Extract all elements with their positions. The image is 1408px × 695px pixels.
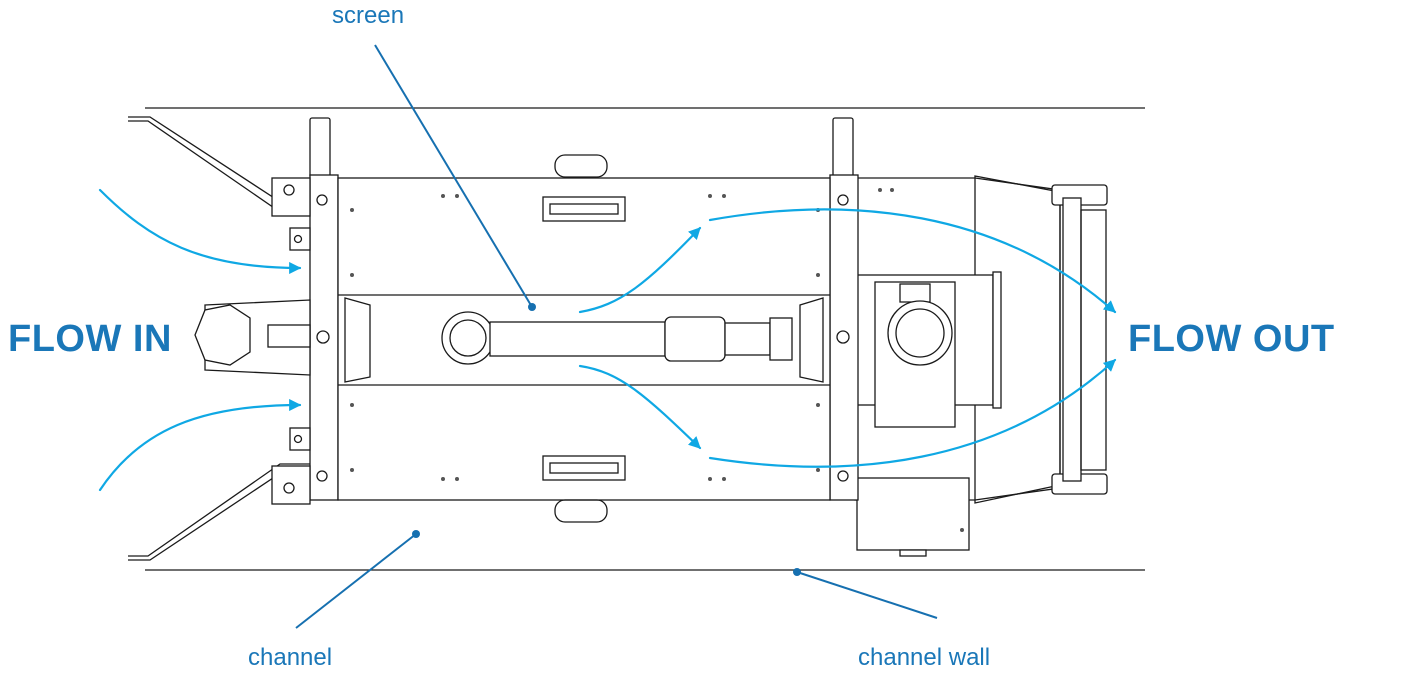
bolt bbox=[316, 470, 328, 482]
dot bbox=[878, 188, 882, 192]
leader-dots bbox=[412, 303, 801, 576]
post-tab-right-top bbox=[832, 117, 854, 179]
shaft-collar bbox=[769, 317, 793, 361]
label-channel-wall: channel wall bbox=[858, 644, 991, 671]
screen-machine bbox=[128, 116, 1108, 561]
latch-top bbox=[542, 196, 626, 222]
label-flow-in: FLOW IN bbox=[8, 318, 172, 360]
dot bbox=[890, 188, 894, 192]
flow-arrow-out-top bbox=[708, 208, 1117, 314]
bolt bbox=[283, 482, 295, 494]
flow-arrow-out-bottom bbox=[708, 358, 1117, 468]
leader-channel-wall bbox=[796, 571, 938, 619]
dot bbox=[816, 273, 820, 277]
inlet-valve bbox=[194, 304, 251, 366]
left-bracket-bottom bbox=[271, 465, 311, 505]
lower-guide-wing-edge bbox=[128, 463, 310, 557]
dot bbox=[708, 477, 712, 481]
control-box bbox=[856, 477, 970, 551]
discharge-frame bbox=[1062, 197, 1082, 482]
label-channel: channel bbox=[248, 644, 333, 671]
shaft-end-cap-inner bbox=[449, 319, 487, 357]
bolt bbox=[283, 184, 295, 196]
dot bbox=[722, 194, 726, 198]
channel-walls bbox=[145, 107, 1145, 571]
leader-dot-channel-wall bbox=[793, 568, 801, 576]
dot bbox=[960, 528, 964, 532]
screen-end-plate-right bbox=[799, 297, 824, 383]
latch-top-slot bbox=[549, 203, 619, 215]
leader-dot-screen bbox=[528, 303, 536, 311]
handle-top bbox=[554, 154, 608, 178]
mounting-dots bbox=[350, 188, 964, 532]
handle-bottom bbox=[554, 499, 608, 523]
dot bbox=[350, 273, 354, 277]
dot bbox=[708, 194, 712, 198]
motor-face bbox=[895, 308, 945, 358]
inlet-shaft bbox=[267, 324, 311, 348]
leader-channel bbox=[295, 533, 417, 629]
screen-end-plate-left bbox=[344, 297, 371, 383]
motor-cap bbox=[899, 283, 931, 303]
pivot-bolt-left bbox=[316, 330, 330, 344]
flow-arrow-in-bottom bbox=[98, 398, 302, 492]
dot bbox=[455, 194, 459, 198]
dot bbox=[455, 477, 459, 481]
drive-plate bbox=[992, 271, 1002, 409]
leader-lines bbox=[295, 44, 938, 629]
dot bbox=[441, 194, 445, 198]
dot bbox=[816, 468, 820, 472]
shaft-bearing bbox=[664, 316, 726, 362]
flow-arrow-in-top bbox=[98, 188, 302, 275]
leader-dot-channel bbox=[412, 530, 420, 538]
dot bbox=[722, 477, 726, 481]
latch-bottom bbox=[542, 455, 626, 481]
flow-arrows bbox=[98, 188, 1117, 492]
pivot-bolt-right bbox=[836, 330, 850, 344]
label-flow-out: FLOW OUT bbox=[1128, 318, 1335, 360]
dot bbox=[350, 208, 354, 212]
label-screen: screen bbox=[332, 2, 405, 29]
left-bracket-top bbox=[271, 177, 311, 217]
bolt bbox=[316, 194, 328, 206]
dot bbox=[350, 403, 354, 407]
latch-bottom-slot bbox=[549, 462, 619, 474]
bolt bbox=[837, 194, 849, 206]
post-tab-left-top bbox=[309, 117, 331, 179]
screen-shaft bbox=[489, 321, 666, 357]
leader-screen bbox=[374, 44, 533, 308]
flow-arrow-screen-up bbox=[578, 226, 702, 314]
dot bbox=[441, 477, 445, 481]
shaft-coupling bbox=[724, 322, 771, 356]
bolt bbox=[293, 234, 303, 244]
discharge-frame-inner bbox=[1080, 209, 1107, 471]
flow-arrow-screen-down bbox=[578, 364, 702, 450]
dot bbox=[350, 468, 354, 472]
control-box-gland bbox=[899, 549, 927, 557]
bolt bbox=[837, 470, 849, 482]
bolt bbox=[293, 434, 303, 444]
dot bbox=[816, 403, 820, 407]
